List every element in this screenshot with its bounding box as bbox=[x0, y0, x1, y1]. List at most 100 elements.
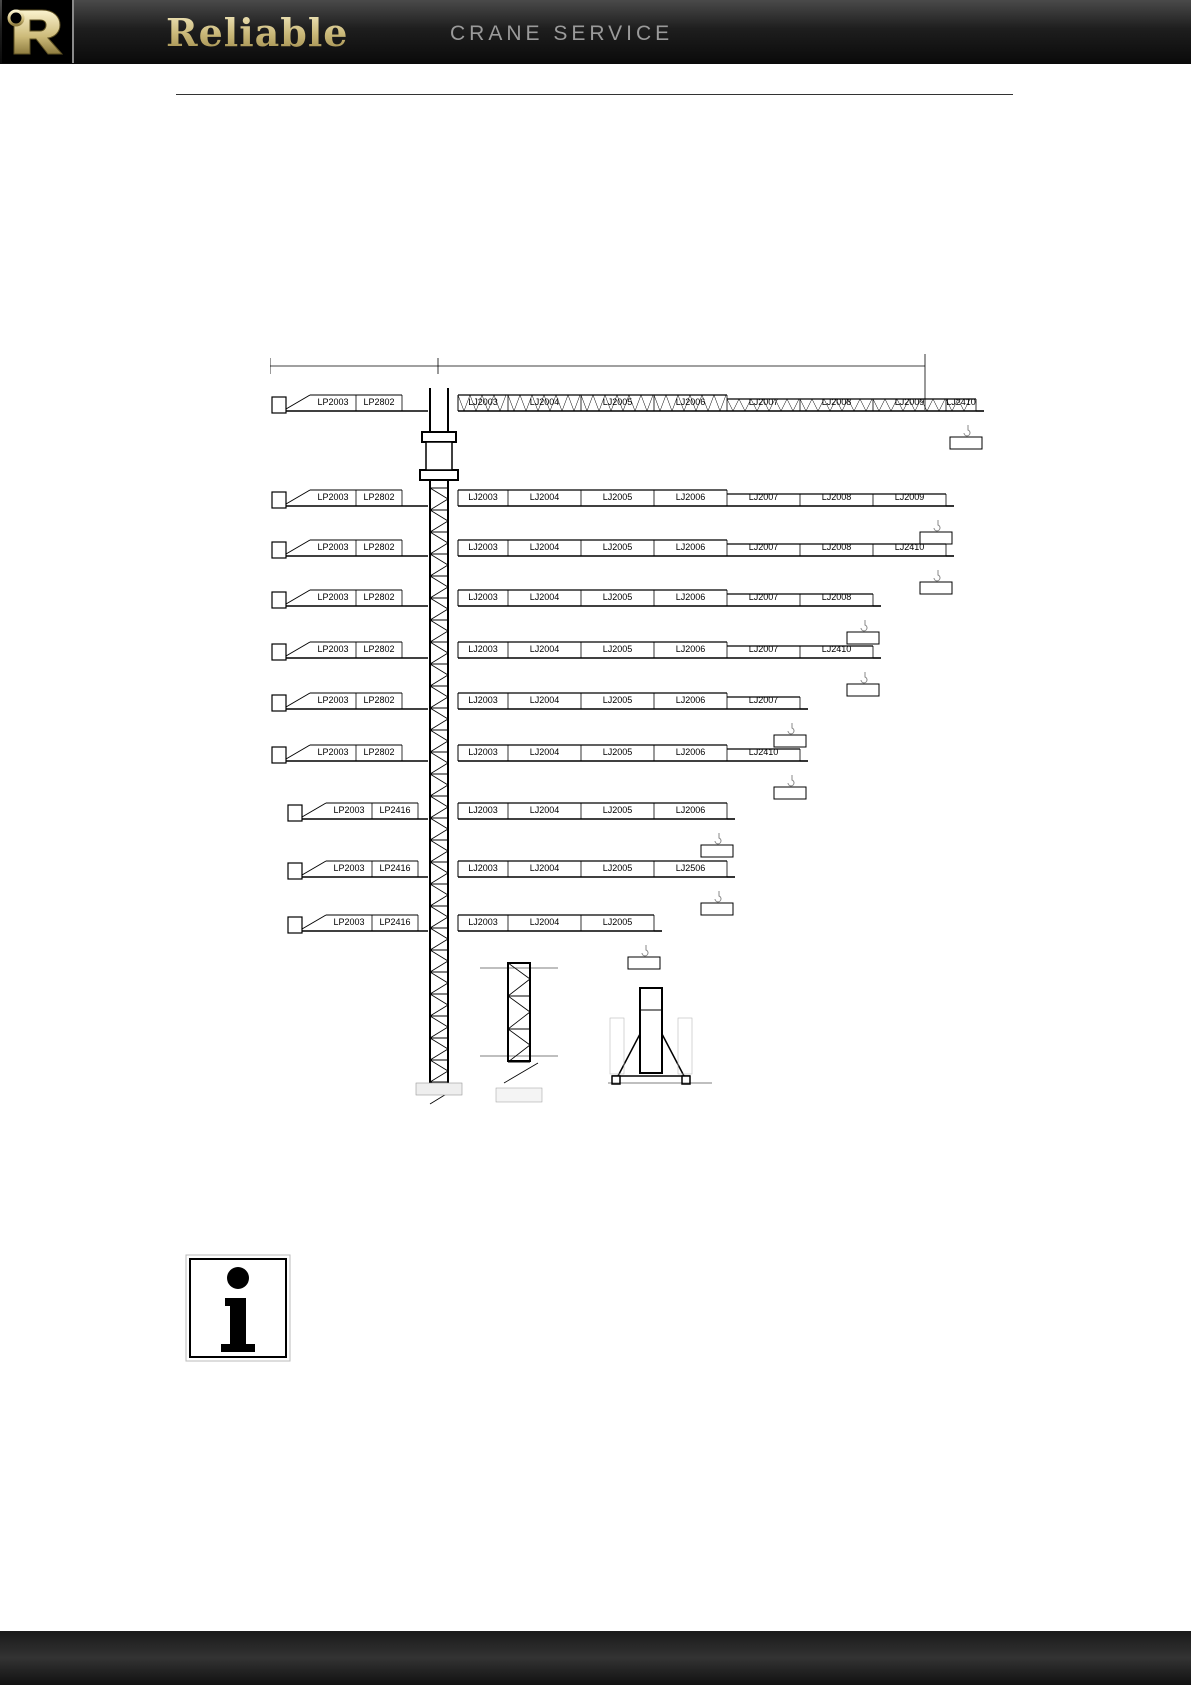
crane-hook-icon bbox=[787, 723, 795, 735]
jib-segment-label: LJ2003 bbox=[468, 863, 498, 873]
counter-jib-brace bbox=[285, 489, 311, 505]
jib-lacing bbox=[519, 394, 527, 412]
information-icon bbox=[185, 1254, 291, 1362]
jib-segment-label: LJ2003 bbox=[468, 644, 498, 654]
jib-lacing bbox=[890, 398, 898, 412]
jib-segment-label: LJ2007 bbox=[749, 644, 779, 654]
jib-lacing bbox=[695, 394, 703, 412]
counterweight bbox=[271, 591, 287, 609]
load-capacity-box bbox=[773, 786, 807, 800]
counterweight bbox=[287, 804, 303, 822]
jib-segment-label: LJ2003 bbox=[468, 747, 498, 757]
reliable-r-logo-icon bbox=[2, 0, 74, 63]
load-capacity-box bbox=[773, 734, 807, 748]
jib-lacing bbox=[475, 394, 483, 412]
building-wall bbox=[677, 1017, 693, 1075]
crane-hook-icon bbox=[641, 945, 649, 957]
mast-lacing bbox=[429, 630, 449, 643]
jib-lacing bbox=[896, 398, 904, 412]
climbing-frame-view bbox=[639, 987, 663, 1074]
mast-lacing bbox=[429, 487, 449, 500]
mast-lacing bbox=[429, 982, 449, 995]
jib-segment-label: LJ2006 bbox=[676, 747, 706, 757]
jib-lacing bbox=[689, 394, 697, 412]
load-capacity-box bbox=[700, 902, 734, 916]
jib-lacing bbox=[957, 398, 965, 412]
jib-segment-label: LJ2003 bbox=[468, 695, 498, 705]
jib-lacing bbox=[744, 398, 752, 412]
jib-segment-label: LJ2007 bbox=[749, 592, 779, 602]
jib-lacing bbox=[573, 394, 581, 412]
turntable bbox=[419, 469, 459, 481]
mast-lacing bbox=[429, 762, 449, 775]
base-foot bbox=[611, 1075, 621, 1085]
counter-jib-segment-label: LP2003 bbox=[317, 492, 348, 502]
jib-segment-label: LJ2008 bbox=[822, 397, 852, 407]
mast-lacing bbox=[429, 861, 449, 874]
jib-lacing bbox=[951, 398, 959, 412]
brand-tagline: CRANE SERVICE bbox=[450, 22, 674, 45]
jib-segment-label: LJ2004 bbox=[530, 747, 560, 757]
mast-lacing bbox=[429, 1070, 449, 1083]
jib-lacing bbox=[805, 398, 813, 412]
jib-lacing bbox=[792, 398, 800, 412]
jib-segment-label: LJ2007 bbox=[749, 542, 779, 552]
mast-lacing bbox=[429, 751, 449, 764]
jib-segment-label: LJ2005 bbox=[603, 492, 633, 502]
jib-lacing bbox=[914, 398, 922, 412]
jib-segment-label: LJ2005 bbox=[603, 397, 633, 407]
mast-foundation bbox=[415, 1082, 463, 1096]
counterweight bbox=[271, 694, 287, 712]
mast-lacing bbox=[429, 872, 449, 885]
load-capacity-box bbox=[949, 436, 983, 450]
jib-segment-label: LJ2006 bbox=[676, 805, 706, 815]
load-capacity-box bbox=[846, 631, 880, 645]
counter-jib-segment-label: LP2416 bbox=[379, 805, 410, 815]
mast-lacing bbox=[429, 938, 449, 951]
crane-hook-icon bbox=[963, 425, 971, 437]
jib-segment-label: LJ2004 bbox=[530, 805, 560, 815]
jib-lacing bbox=[768, 398, 776, 412]
climbing-leg bbox=[661, 1033, 685, 1077]
jib-segment-label: LJ2410 bbox=[946, 397, 976, 407]
jib-segment-label: LJ2006 bbox=[676, 644, 706, 654]
jib-segment-label: LJ2004 bbox=[530, 863, 560, 873]
jib-lacing bbox=[756, 398, 764, 412]
jib-lacing bbox=[659, 394, 667, 412]
counter-jib-segment-label: LP2003 bbox=[317, 542, 348, 552]
jib-lacing bbox=[926, 398, 934, 412]
mast-lacing bbox=[429, 960, 449, 973]
mast-lacing bbox=[429, 949, 449, 962]
mast-lacing bbox=[429, 619, 449, 632]
counter-jib-brace bbox=[301, 802, 327, 818]
counter-jib-segment-label: LP2802 bbox=[363, 542, 394, 552]
jib-segment-label: LJ2004 bbox=[530, 397, 560, 407]
jib-lacing bbox=[859, 398, 867, 412]
counter-jib-segment-label: LP2003 bbox=[317, 695, 348, 705]
jib-lacing bbox=[567, 394, 575, 412]
jib-lacing bbox=[537, 394, 545, 412]
mast-lacing bbox=[429, 597, 449, 610]
mast-lacing bbox=[429, 971, 449, 984]
mast-lacing bbox=[429, 663, 449, 676]
jib-segment-label: LJ2410 bbox=[749, 747, 779, 757]
counter-jib-brace bbox=[285, 394, 311, 410]
jib-segment-label: LJ2006 bbox=[676, 542, 706, 552]
mast-lacing bbox=[429, 586, 449, 599]
jib-segment-label: LJ2007 bbox=[749, 695, 779, 705]
jib-lacing bbox=[823, 398, 831, 412]
mast-lacing bbox=[429, 498, 449, 511]
jib-lacing bbox=[853, 398, 861, 412]
page-footer bbox=[0, 1631, 1191, 1685]
jib-segment-label: LJ2410 bbox=[895, 542, 925, 552]
jib-lacing bbox=[762, 398, 770, 412]
mast-section-lacing bbox=[507, 1011, 531, 1030]
jib-segment-label: LJ2004 bbox=[530, 542, 560, 552]
jib-segment-label: LJ2410 bbox=[822, 644, 852, 654]
jib-lacing bbox=[525, 394, 533, 412]
counter-jib-segment-label: LP2003 bbox=[317, 644, 348, 654]
counter-jib-segment-label: LP2802 bbox=[363, 747, 394, 757]
jib-lacing bbox=[932, 398, 940, 412]
mast-section-lacing bbox=[507, 1028, 531, 1046]
